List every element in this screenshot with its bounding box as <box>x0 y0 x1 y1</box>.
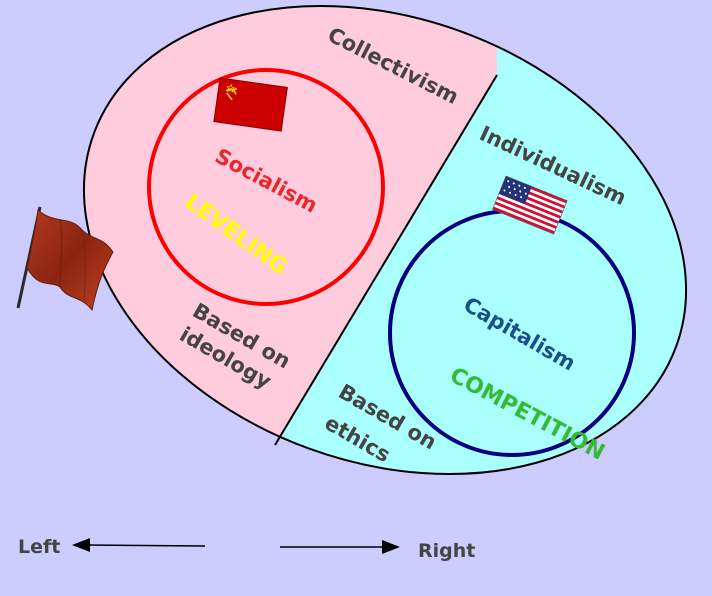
ussr-flag-icon <box>213 77 288 132</box>
region-divider <box>274 74 498 446</box>
right-arrow-icon <box>280 540 400 554</box>
egg-outline <box>82 4 688 476</box>
right-direction-label: Right <box>418 540 475 562</box>
socialism-circle <box>147 68 385 306</box>
left-arrow-icon <box>72 538 206 552</box>
red-flag-icon <box>16 206 114 312</box>
left-direction-label: Left <box>18 536 60 558</box>
us-flag-icon <box>492 175 568 235</box>
